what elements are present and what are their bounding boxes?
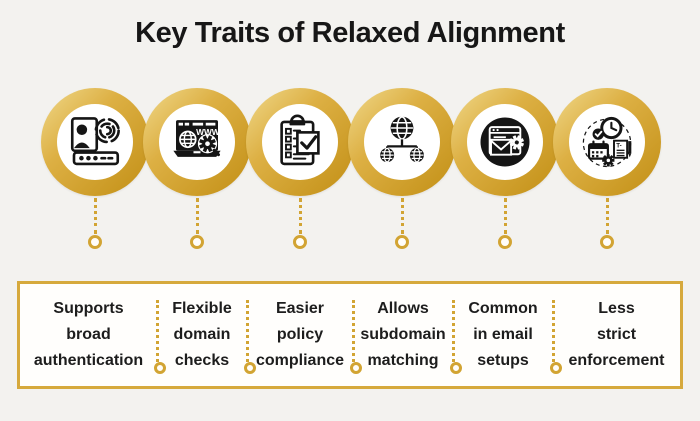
trait-label: Easier policy compliance (255, 300, 345, 369)
column-divider (350, 300, 362, 374)
connector-ring (88, 235, 102, 249)
trait-label-cell: Flexible domain checks (157, 284, 247, 386)
dotted-connector (503, 198, 507, 234)
trait-label-cell: Less strict enforcement (553, 284, 680, 386)
connector-ring (395, 235, 409, 249)
traits-label-box: Supports broad authentication Flexible d… (17, 281, 683, 389)
ring-inner (467, 104, 543, 180)
trait-label: Common in email setups (468, 300, 538, 369)
ring-inner: T- (569, 104, 645, 180)
email-window-gear-icon (480, 117, 530, 167)
gold-ring (41, 88, 149, 196)
column-divider (244, 300, 256, 374)
divider-ring (450, 362, 462, 374)
trait-label: Supports broad authentication (33, 300, 144, 369)
trait-label-cell: Allows subdomain matching (353, 284, 453, 386)
connector-ring (190, 235, 204, 249)
trait-label-cell: Common in email setups (453, 284, 553, 386)
ring-inner (262, 104, 338, 180)
ring-inner (57, 104, 133, 180)
clock-calendar-document-icon: T- (582, 116, 632, 168)
browser-www-globe-gear-icon: WWW. (173, 120, 221, 157)
id-card-fingerprint-password-icon (70, 117, 120, 166)
gold-ring (348, 88, 456, 196)
trait-label: Less strict enforcement (568, 300, 665, 369)
divider-ring (154, 362, 166, 374)
dotted-connector (298, 198, 302, 234)
trait-unit-less-strict: T- (553, 88, 661, 249)
column-divider (550, 300, 562, 374)
column-divider (450, 300, 462, 374)
svg-text:T-: T- (616, 143, 621, 150)
column-divider (154, 300, 166, 374)
connector-ring (293, 235, 307, 249)
connector-ring (498, 235, 512, 249)
trait-unit-domain-checks: WWW. (143, 88, 251, 249)
connector-ring (600, 235, 614, 249)
ring-inner (364, 104, 440, 180)
gold-ring (246, 88, 354, 196)
trait-label: Allows subdomain matching (360, 300, 446, 369)
trait-unit-email-setups (451, 88, 559, 249)
ring-inner: WWW. (159, 104, 235, 180)
divider-ring (350, 362, 362, 374)
divider-ring (244, 362, 256, 374)
divider-ring (550, 362, 562, 374)
trait-unit-policy-compliance (246, 88, 354, 249)
gold-ring: WWW. (143, 88, 251, 196)
page-title: Key Traits of Relaxed Alignment (135, 17, 565, 49)
gold-ring (451, 88, 559, 196)
dotted-connector (93, 198, 97, 234)
trait-label: Flexible domain checks (172, 300, 232, 369)
svg-text:WWW.: WWW. (196, 127, 221, 137)
gold-ring: T- (553, 88, 661, 196)
dotted-connector (605, 198, 609, 234)
clipboard-checklist-icon (280, 114, 320, 166)
trait-unit-subdomain-matching (348, 88, 456, 249)
globe-subdomain-network-icon (380, 116, 424, 163)
dotted-connector (195, 198, 199, 234)
dotted-connector (400, 198, 404, 234)
trait-label-cell: Easier policy compliance (247, 284, 353, 386)
trait-label-cell: Supports broad authentication (20, 284, 157, 386)
trait-unit-authentication (41, 88, 149, 249)
